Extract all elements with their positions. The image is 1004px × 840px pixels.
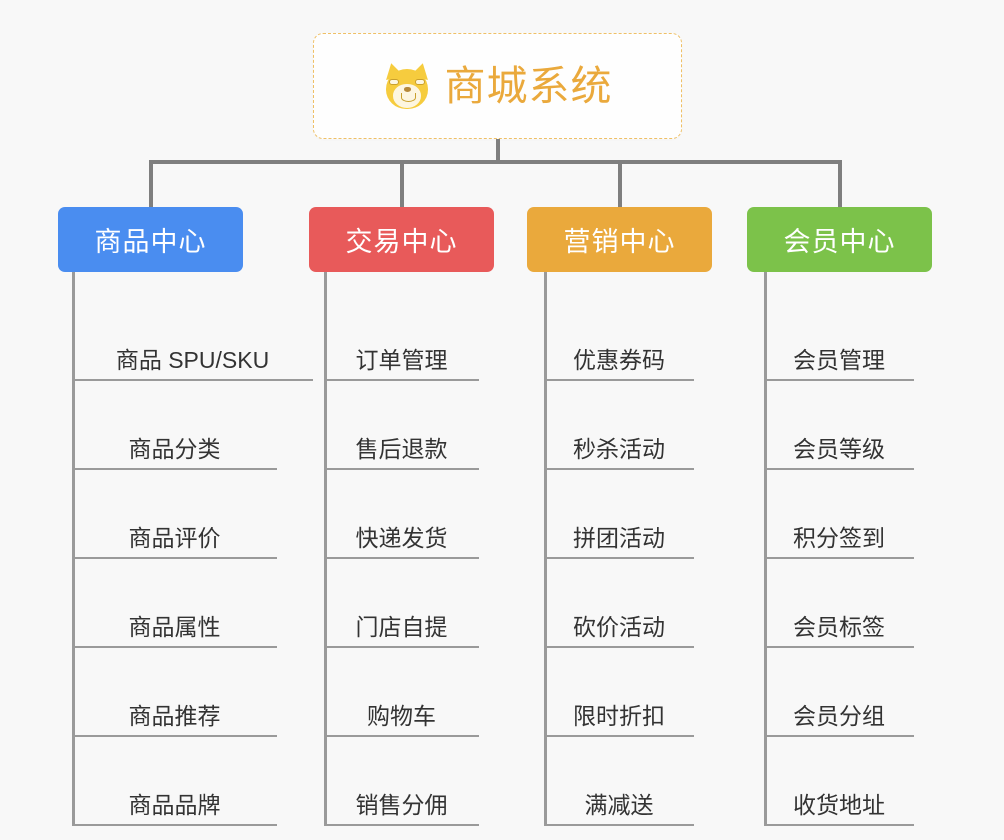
root-vertical-connector (496, 139, 500, 163)
leaf-item-label: 订单管理 (355, 346, 448, 373)
leaf-item-label: 满减送 (584, 791, 654, 818)
leaf-item[interactable]: 优惠券码 (544, 292, 694, 381)
leaf-item[interactable]: 商品品牌 (72, 737, 277, 826)
root-title: 商城系统 (444, 62, 613, 109)
leaf-item-label: 限时折扣 (573, 702, 665, 729)
leaf-item-label: 积分签到 (793, 524, 885, 551)
leaf-item[interactable]: 快递发货 (324, 470, 479, 559)
leaf-item[interactable]: 订单管理 (324, 292, 479, 381)
leaf-item-label: 优惠券码 (573, 346, 665, 373)
leaf-item-label: 商品品牌 (128, 791, 221, 818)
leaf-item[interactable]: 门店自提 (324, 559, 479, 648)
category-label: 营销中心 (563, 227, 676, 257)
leaf-item-label: 售后退款 (355, 435, 448, 462)
leaf-item-label: 收货地址 (793, 791, 885, 818)
column-trunk-1 (72, 272, 75, 826)
root-node[interactable]: 商城系统 (313, 33, 682, 139)
leaf-item[interactable]: 拼团活动 (544, 470, 694, 559)
leaf-item-label: 砍价活动 (573, 613, 665, 640)
leaf-item-label: 会员管理 (793, 346, 885, 373)
leaf-item-label: 商品分类 (128, 435, 221, 462)
leaf-item[interactable]: 会员等级 (764, 381, 914, 470)
leaf-item[interactable]: 会员分组 (764, 648, 914, 737)
leaf-item[interactable]: 售后退款 (324, 381, 479, 470)
branch-drop-connector-1 (148, 160, 153, 207)
branch-drop-connector-3 (617, 160, 622, 207)
leaf-item[interactable]: 商品属性 (72, 559, 277, 648)
leaf-item[interactable]: 商品 SPU/SKU (72, 292, 313, 381)
leaf-item[interactable]: 积分签到 (764, 470, 914, 559)
branch-drop-connector-4 (837, 160, 842, 207)
column-trunk-2 (324, 272, 327, 826)
shiba-inu-dog-face-icon (381, 61, 432, 110)
column-trunk-4 (764, 272, 767, 826)
leaf-item-label: 门店自提 (355, 613, 448, 640)
leaf-item[interactable]: 满减送 (544, 737, 694, 826)
category-label: 商品中心 (94, 227, 207, 257)
leaf-item-label: 销售分佣 (355, 791, 448, 818)
branch-horizontal-connector (150, 160, 838, 164)
leaf-item-label: 秒杀活动 (573, 435, 665, 462)
leaf-item-label: 会员标签 (793, 613, 885, 640)
category-box-2[interactable]: 交易中心 (309, 207, 494, 272)
leaf-item[interactable]: 秒杀活动 (544, 381, 694, 470)
leaf-item[interactable]: 会员管理 (764, 292, 914, 381)
leaf-item[interactable]: 商品评价 (72, 470, 277, 559)
leaf-item-label: 拼团活动 (573, 524, 665, 551)
leaf-item[interactable]: 砍价活动 (544, 559, 694, 648)
category-box-1[interactable]: 商品中心 (58, 207, 243, 272)
leaf-item[interactable]: 限时折扣 (544, 648, 694, 737)
category-label: 会员中心 (783, 227, 896, 257)
leaf-item-label: 商品 SPU/SKU (115, 346, 270, 373)
leaf-item-label: 商品评价 (128, 524, 221, 551)
leaf-item-label: 会员分组 (793, 702, 885, 729)
leaf-item-label: 商品属性 (128, 613, 221, 640)
leaf-item[interactable]: 购物车 (324, 648, 479, 737)
leaf-item-label: 快递发货 (355, 524, 448, 551)
category-label: 交易中心 (345, 227, 458, 257)
branch-drop-connector-2 (399, 160, 404, 207)
leaf-item[interactable]: 会员标签 (764, 559, 914, 648)
leaf-item[interactable]: 商品分类 (72, 381, 277, 470)
leaf-item-label: 会员等级 (793, 435, 885, 462)
leaf-item-label: 商品推荐 (128, 702, 221, 729)
leaf-item[interactable]: 销售分佣 (324, 737, 479, 826)
leaf-item[interactable]: 收货地址 (764, 737, 914, 826)
category-box-4[interactable]: 会员中心 (747, 207, 932, 272)
category-box-3[interactable]: 营销中心 (527, 207, 712, 272)
column-trunk-3 (544, 272, 547, 826)
leaf-item[interactable]: 商品推荐 (72, 648, 277, 737)
leaf-item-label: 购物车 (367, 702, 436, 729)
